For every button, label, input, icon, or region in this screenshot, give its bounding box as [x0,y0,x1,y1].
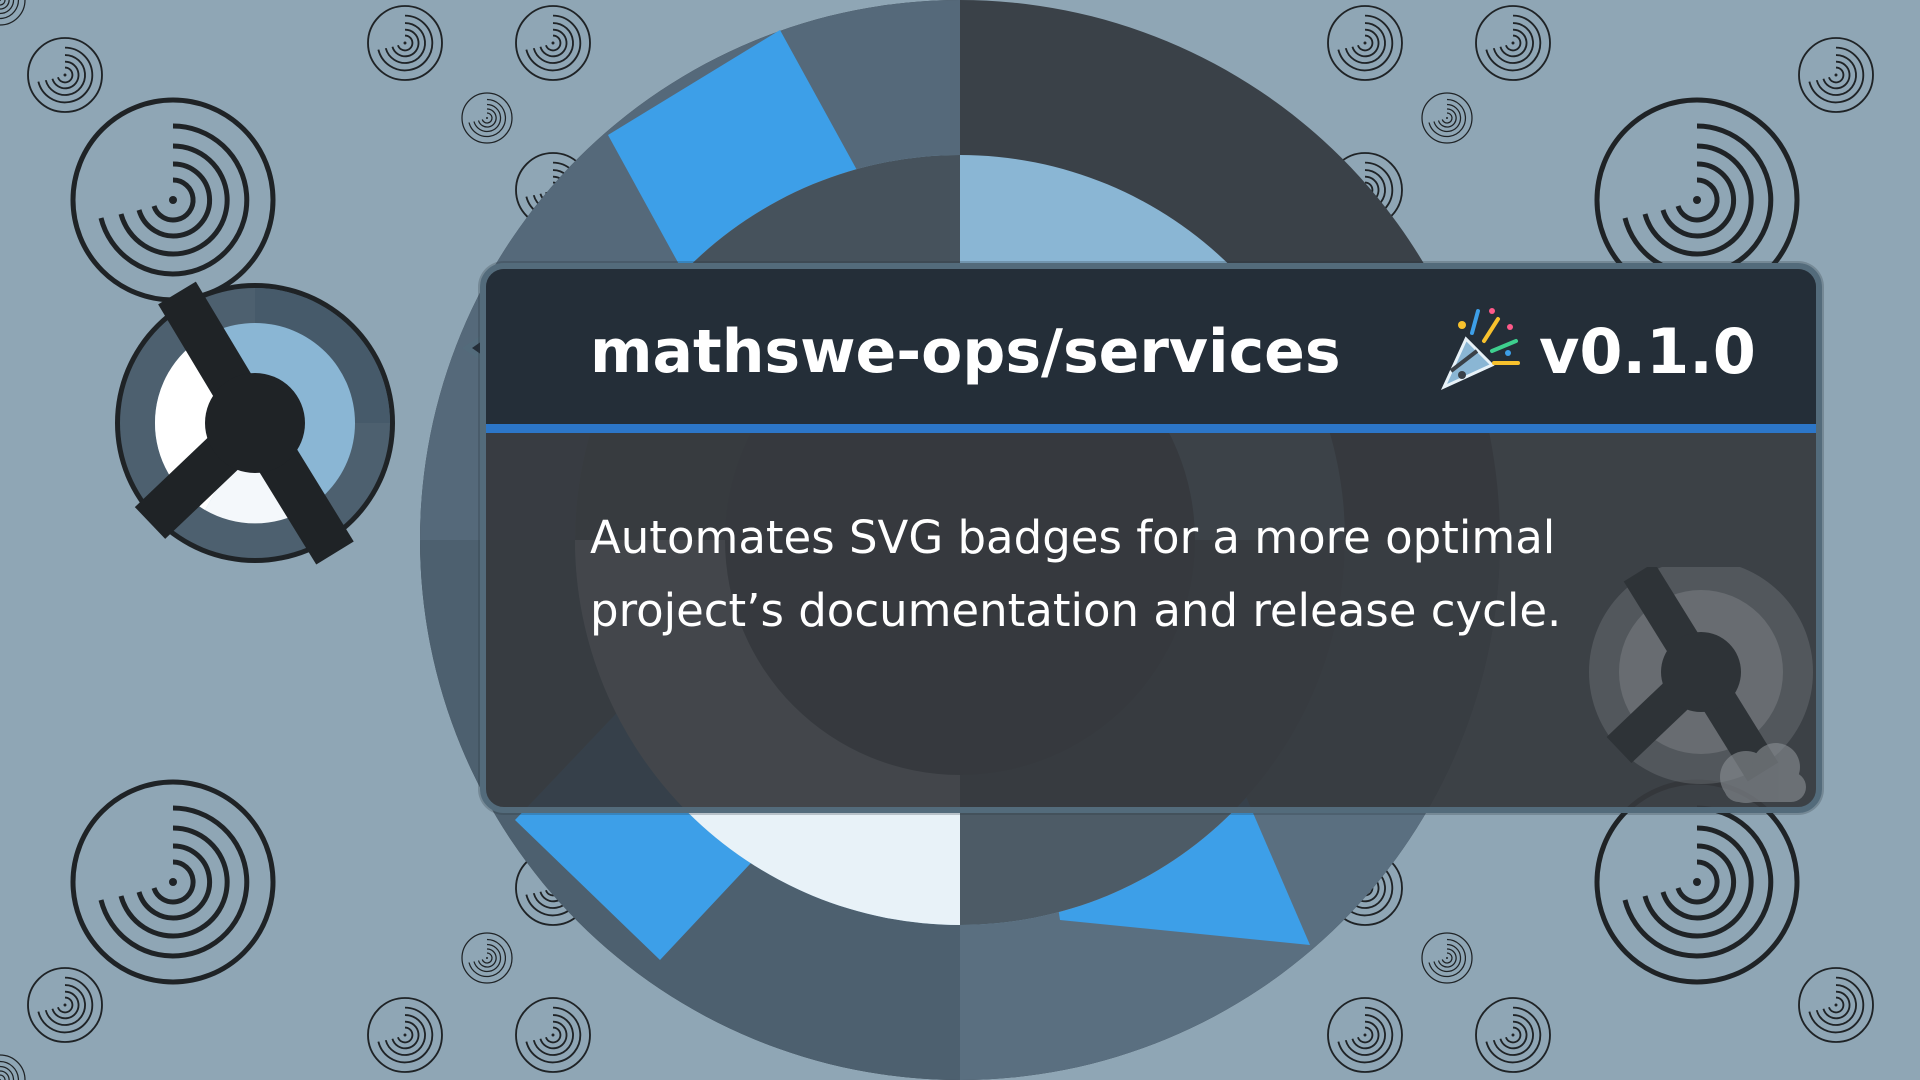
party-popper-icon [1440,308,1520,391]
repo-card: mathswe-ops/services v0.1.0 Automates SV… [480,263,1822,813]
repo-title: mathswe-ops/services [590,317,1341,387]
repo-description: Automates SVG badges for a more optimal … [590,511,1562,637]
mathswe-logo-icon [115,281,395,565]
version-label: v0.1.0 [1539,315,1756,388]
card-header: mathswe-ops/services v0.1.0 [486,269,1816,433]
cloud-logo-icon [1589,567,1813,803]
